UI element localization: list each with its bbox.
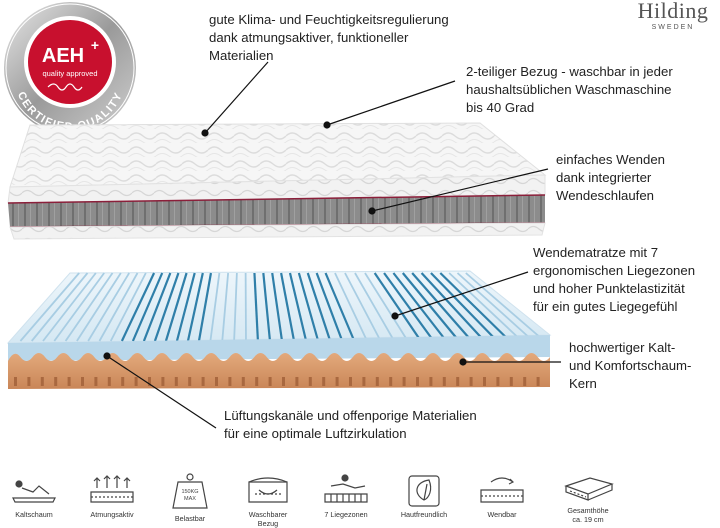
feature-label: Kaltschaum (2, 510, 66, 519)
washable-cover-icon (243, 472, 293, 508)
feature-label: Atmungsaktiv (80, 510, 144, 519)
feature-seven-zones: 7 Liegezonen (314, 472, 378, 519)
feature-label: Wendbar (470, 510, 534, 519)
feature-label: Waschbarer Bezug (236, 510, 300, 528)
weight-icon: 150KG MAX (165, 472, 215, 512)
weight-icon-text-2: MAX (184, 496, 196, 502)
callout-cold-foam-core: hochwertiger Kalt- und Komfortschaum- Ke… (569, 339, 691, 393)
feature-label: Hautfreundlich (392, 510, 456, 519)
feature-cold-foam: Kaltschaum (2, 472, 66, 519)
callout-washable-cover: 2-teiliger Bezug - waschbar in jeder hau… (466, 63, 673, 117)
feature-flippable: Wendbar (470, 472, 534, 519)
feature-label: Belastbar (158, 514, 222, 523)
feature-label: Gesamthöhe ca. 19 cm (556, 506, 620, 524)
feature-skin-friendly: Hautfreundlich (392, 472, 456, 519)
zones-icon (321, 472, 371, 508)
feature-breathable: Atmungsaktiv (80, 472, 144, 519)
feature-total-height: Gesamthöhe ca. 19 cm (556, 472, 620, 524)
person-lying-icon (9, 472, 59, 508)
leaf-icon (399, 472, 449, 508)
callout-climate-regulation: gute Klima- und Feuchtigkeitsregulierung… (209, 11, 449, 65)
flip-icon (477, 472, 527, 508)
callout-easy-flip: einfaches Wenden dank integrierter Wende… (556, 151, 665, 205)
feature-label: 7 Liegezonen (314, 510, 378, 519)
feature-washable-cover: Waschbarer Bezug (236, 472, 300, 528)
weight-icon-text-1: 150KG (181, 489, 198, 495)
height-icon (560, 472, 616, 504)
callout-ventilation: Lüftungskanäle und offenporige Materiali… (224, 407, 477, 443)
breathable-icon (87, 472, 137, 508)
feature-load-capacity: 150KG MAX Belastbar (158, 472, 222, 523)
callout-seven-zones: Wendematratze mit 7 ergonomischen Liegez… (533, 244, 695, 316)
